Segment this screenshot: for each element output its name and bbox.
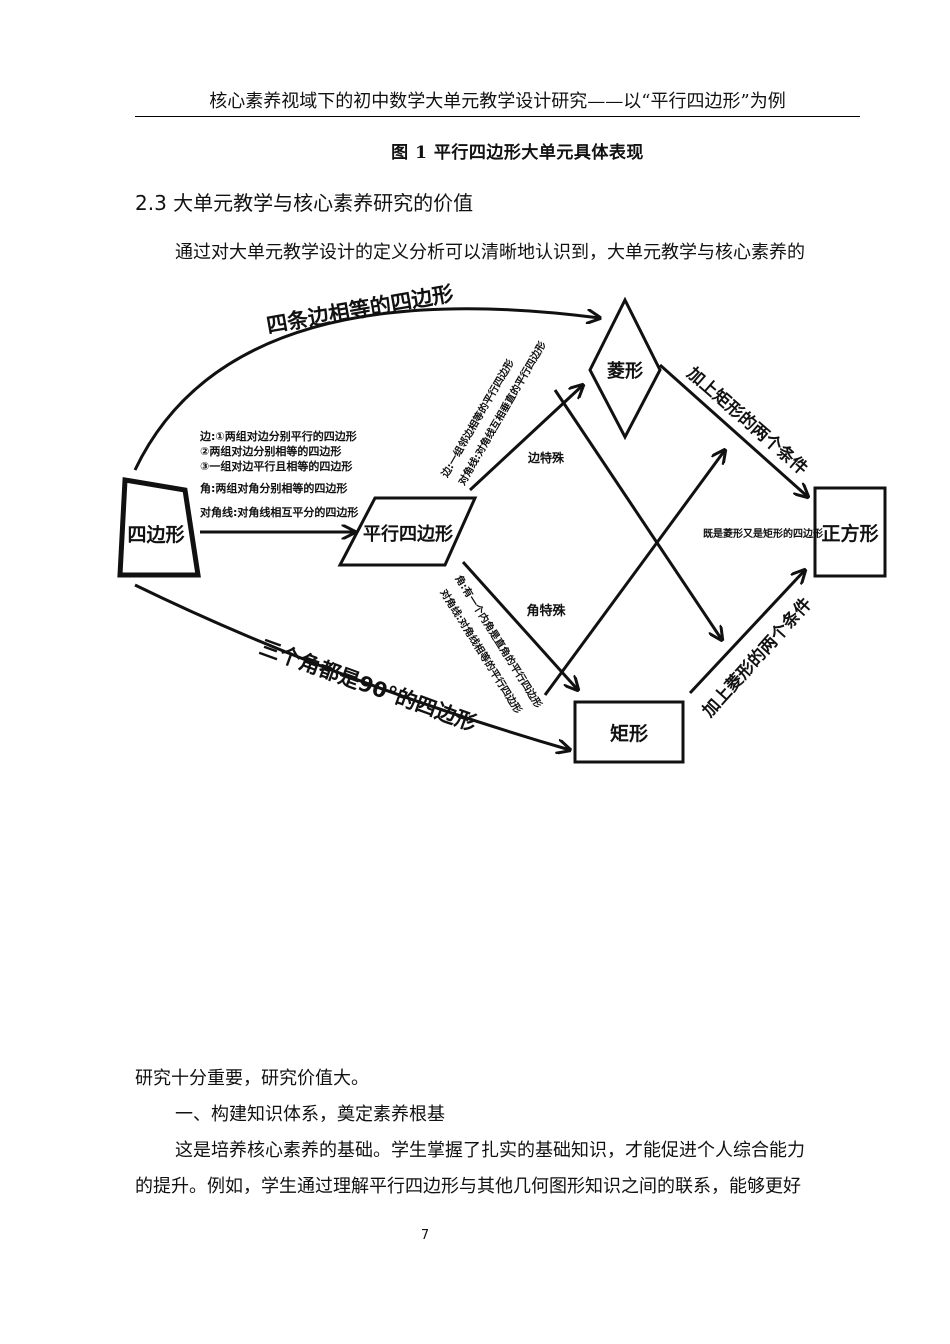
node-parallelogram (337, 496, 478, 567)
label-angle-special: 角特殊 (526, 603, 566, 619)
node-quadrilateral (117, 477, 201, 578)
label-rectangle-to-square: 加上菱形的两个条件 (697, 594, 816, 722)
node-rhombus (588, 296, 662, 441)
condition-line: 角:两组对角分别相等的四边形 (200, 481, 347, 495)
page-number: 7 (420, 1228, 430, 1243)
label-rhombus-to-square: 加上矩形的两个条件 (682, 362, 812, 479)
figure-caption: 图 1 平行四边形大单元具体表现 (391, 143, 644, 163)
quadrilateral-relationship-diagram: 四边形 平行四边形 菱形 矩形 正方形 四条边相等的四边形 三个角都是90°的四… (117, 281, 887, 764)
condition-line: ②两组对边分别相等的四边形 (200, 444, 341, 458)
paragraph-continuation: 研究十分重要，研究价值大。 (135, 1068, 369, 1089)
section-heading: 2.3 大单元教学与核心素养研究的价值 (135, 191, 474, 215)
label-rectangle: 矩形 (610, 723, 648, 745)
condition-line: 边:①两组对边分别平行的四边形 (199, 429, 357, 443)
label-square: 正方形 (821, 522, 878, 545)
running-header: 核心素养视域下的初中数学大单元教学设计研究——以“平行四边形”为例 (135, 90, 860, 117)
rhombus-condition-diagonal: 对角线:对角线互相垂直的平行四边形 (455, 339, 548, 488)
arc-to-rectangle (134, 583, 570, 750)
arc-to-rhombus (133, 307, 600, 471)
subheading-knowledge-system: 一、构建知识体系，奠定素养根基 (175, 1104, 445, 1125)
label-rhombus: 菱形 (607, 361, 643, 382)
condition-line: 对角线:对角线相互平分的四边形 (200, 505, 358, 519)
label-arc-top: 四条边相等的四边形 (265, 281, 455, 337)
arrow-rectangle-to-square (688, 570, 805, 695)
label-parallelogram: 平行四边形 (363, 523, 453, 545)
paragraph-body-line-1: 这是培养核心素养的基础。学生掌握了扎实的基础知识，才能促进个人综合能力 (175, 1140, 805, 1161)
paragraph-body-line-2: 的提升。例如，学生通过理解平行四边形与其他几何图形知识之间的联系，能够更好 (135, 1176, 801, 1197)
label-side-special: 边特殊 (527, 450, 565, 465)
arrow-rhombus-to-square (659, 363, 808, 497)
parallelogram-conditions: 边:①两组对边分别平行的四边形 ②两组对边分别相等的四边形 ③一组对边平行且相等… (199, 429, 358, 519)
node-rectangle (573, 700, 685, 764)
paragraph-intro: 通过对大单元教学设计的定义分析可以清晰地认识到，大单元教学与核心素养的 (175, 242, 805, 263)
label-square-note: 既是菱形又是矩形的四边形 (703, 527, 823, 540)
arrow-cross-down (553, 389, 722, 640)
arrow-cross-up (543, 450, 725, 696)
label-arc-bottom: 三个角都是90°的四边形 (256, 635, 479, 736)
condition-line: ③一组对边平行且相等的四边形 (200, 459, 352, 473)
arrow-parallelogram-to-rectangle (461, 560, 578, 690)
node-square (813, 486, 887, 578)
label-quadrilateral: 四边形 (127, 524, 184, 546)
